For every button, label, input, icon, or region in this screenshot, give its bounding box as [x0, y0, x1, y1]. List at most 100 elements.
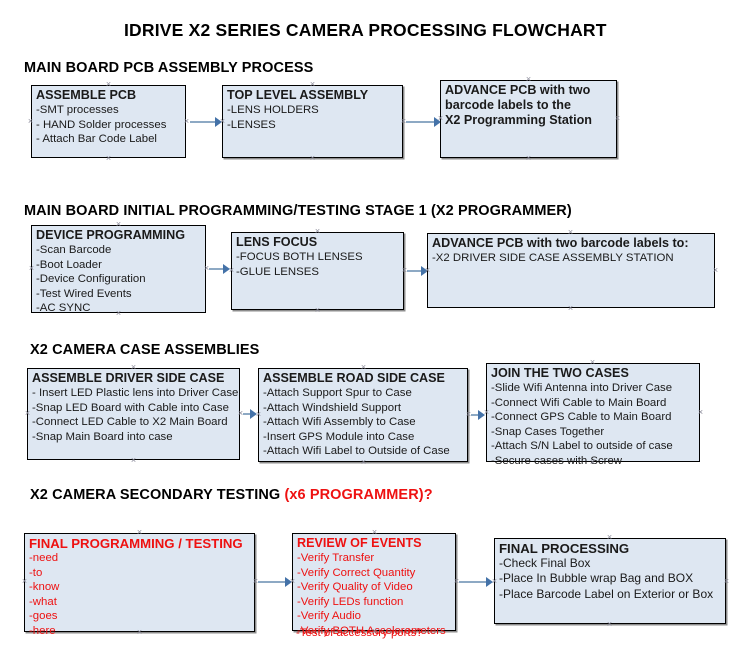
flow-box-final-programming-testing[interactable]: FINAL PROGRAMMING / TESTING -need -to -k…	[24, 533, 255, 637]
selection-handle-top[interactable]	[130, 364, 137, 371]
selection-handle-top[interactable]	[360, 364, 367, 371]
selection-handle-top[interactable]	[136, 529, 143, 536]
selection-handle-top[interactable]	[105, 81, 112, 88]
selection-handle-top[interactable]	[525, 76, 532, 83]
flow-box-line: -Verify Audio	[297, 610, 361, 623]
selection-handle-bottom[interactable]	[360, 459, 367, 466]
flow-box-top-level-assembly[interactable]: TOP LEVEL ASSEMBLY -LENS HOLDERS -LENSES	[222, 85, 403, 158]
connector-arrow	[190, 121, 216, 123]
flow-box-line: - Insert LED Plastic lens into Driver Ca…	[32, 387, 239, 399]
flow-box-final-processing[interactable]: FINAL PROCESSING -Check Final Box -Place…	[494, 538, 726, 624]
selection-handle-right[interactable]	[712, 267, 719, 274]
selection-handle-left[interactable]	[437, 115, 444, 122]
selection-handle-left[interactable]	[483, 409, 490, 416]
selection-handle-bottom[interactable]	[136, 629, 143, 636]
flow-box-line: -Attach Wifi Label to Outside of Case	[263, 445, 450, 458]
selection-handle-top[interactable]	[567, 229, 574, 236]
section-heading-main-board-pcb-assembly: MAIN BOARD PCB ASSEMBLY PROCESS	[24, 60, 313, 76]
flow-box-join-the-two-cases[interactable]: JOIN THE TWO CASES -Slide Wifi Antenna i…	[486, 363, 700, 467]
flow-box-line: -Verify Correct Quantity	[297, 566, 416, 579]
page-title: IDRIVE X2 SERIES CAMERA PROCESSING FLOWC…	[124, 20, 607, 40]
connector-arrow	[459, 581, 487, 583]
selection-handle-right[interactable]	[723, 578, 730, 585]
selection-handle-top[interactable]	[589, 359, 596, 366]
selection-handle-bottom[interactable]	[525, 155, 532, 162]
flow-box-line: -Scan Barcode	[36, 244, 112, 256]
selection-handle-bottom[interactable]	[314, 307, 321, 314]
selection-handle-bottom[interactable]	[606, 621, 613, 628]
selection-handle-bottom[interactable]	[105, 155, 112, 162]
selection-handle-bottom[interactable]	[130, 457, 137, 464]
flow-box-line: -SMT processes	[36, 104, 119, 116]
section-heading-red-text: (x6 PROGRAMMER)?	[284, 487, 433, 503]
flow-box-line: -Connect LED Cable to X2 Main Board	[32, 416, 228, 429]
flow-box-line: -what	[29, 595, 57, 608]
flow-box-line: -Place Barcode Label on Exterior or Box	[499, 586, 714, 601]
flow-box-advance-pcb-programming-station[interactable]: ADVANCE PCB with two barcode labels to t…	[440, 80, 617, 158]
selection-handle-bottom[interactable]	[589, 459, 596, 466]
flow-box-advance-pcb-driver-side-station[interactable]: ADVANCE PCB with two barcode labels to: …	[427, 233, 715, 308]
flow-box-title: DEVICE PROGRAMMING	[36, 228, 186, 242]
flow-box-line: -Boot Loader	[36, 258, 102, 271]
selection-handle-bottom[interactable]	[371, 628, 378, 635]
flow-box-line: -Slide Wifi Antenna into Driver Case	[491, 382, 673, 394]
connector-arrow	[471, 414, 480, 416]
selection-handle-left[interactable]	[27, 118, 34, 125]
flow-box-line: -Device Configuration	[36, 273, 146, 286]
arrowhead-icon	[223, 264, 230, 274]
flow-box-assemble-pcb[interactable]: ASSEMBLE PCB -SMT processes - HAND Solde…	[31, 85, 186, 158]
selection-handle-right[interactable]	[614, 115, 621, 122]
selection-handle-left[interactable]	[491, 578, 498, 585]
flow-box-line: -X2 DRIVER SIDE CASE ASSEMBLY STATION	[432, 252, 674, 264]
flow-box-title: ASSEMBLE PCB	[36, 88, 137, 102]
flow-box-line: -Place In Bubble wrap Bag and BOX	[499, 571, 694, 586]
flow-box-title: FINAL PROCESSING	[499, 541, 630, 556]
selection-handle-left[interactable]	[424, 267, 431, 274]
flow-box-title: TOP LEVEL ASSEMBLY	[227, 88, 369, 102]
flow-box-line: -Connect GPS Cable to Main Board	[491, 411, 672, 424]
arrowhead-icon	[486, 577, 493, 587]
selection-handle-right[interactable]	[183, 118, 190, 125]
flow-box-assemble-road-side-case[interactable]: ASSEMBLE ROAD SIDE CASE -Attach Support …	[258, 368, 468, 462]
flow-box-line: -know	[29, 581, 60, 594]
connector-arrow	[243, 413, 252, 415]
flow-box-title: ASSEMBLE ROAD SIDE CASE	[263, 371, 445, 385]
selection-handle-top[interactable]	[115, 221, 122, 228]
selection-handle-left[interactable]	[289, 578, 296, 585]
flow-box-title: LENS FOCUS	[236, 235, 318, 249]
selection-handle-left[interactable]	[21, 578, 28, 585]
flow-box-line: -Check Final Box	[499, 556, 591, 570]
selection-handle-bottom[interactable]	[115, 310, 122, 317]
flow-box-title: ADVANCE PCB with two	[445, 83, 591, 97]
selection-handle-top[interactable]	[371, 529, 378, 536]
flow-box-line: -GLUE LENSES	[236, 265, 319, 278]
selection-handle-top[interactable]	[309, 81, 316, 88]
selection-handle-bottom[interactable]	[567, 305, 574, 312]
selection-handle-left[interactable]	[219, 118, 226, 125]
flow-box-line: -LENSES	[227, 118, 276, 131]
flow-box-assemble-driver-side-case[interactable]: ASSEMBLE DRIVER SIDE CASE - Insert LED P…	[27, 368, 240, 460]
flow-box-title: ADVANCE PCB with two barcode labels to:	[432, 236, 689, 250]
flow-box-device-programming[interactable]: DEVICE PROGRAMMING -Scan Barcode -Boot L…	[31, 225, 206, 315]
flow-box-lens-focus[interactable]: LENS FOCUS -FOCUS BOTH LENSES -GLUE LENS…	[231, 232, 404, 310]
arrowhead-icon	[478, 410, 485, 420]
flow-box-line: barcode labels to the	[445, 98, 571, 112]
selection-handle-left[interactable]	[255, 411, 262, 418]
flow-box-line: -FOCUS BOTH LENSES	[236, 251, 363, 263]
arrowhead-icon	[250, 409, 257, 419]
selection-handle-left[interactable]	[28, 265, 35, 272]
flow-box-line: -AC SYNC	[36, 302, 91, 315]
selection-handle-right[interactable]	[697, 409, 704, 416]
selection-handle-bottom[interactable]	[309, 155, 316, 162]
flow-box-review-of-events[interactable]: REVIEW OF EVENTS -Verify Transfer -Verif…	[292, 533, 456, 637]
selection-handle-left[interactable]	[228, 267, 235, 274]
selection-handle-left[interactable]	[24, 410, 31, 417]
flow-box-line: -goes	[29, 610, 58, 623]
flow-box-line: -Snap Main Board into case	[32, 430, 173, 443]
flow-box-line: X2 Programming Station	[445, 113, 592, 127]
flow-box-line: -Insert GPS Module into Case	[263, 430, 415, 443]
flow-box-title: JOIN THE TWO CASES	[491, 366, 629, 380]
selection-handle-top[interactable]	[314, 228, 321, 235]
selection-handle-top[interactable]	[606, 534, 613, 541]
